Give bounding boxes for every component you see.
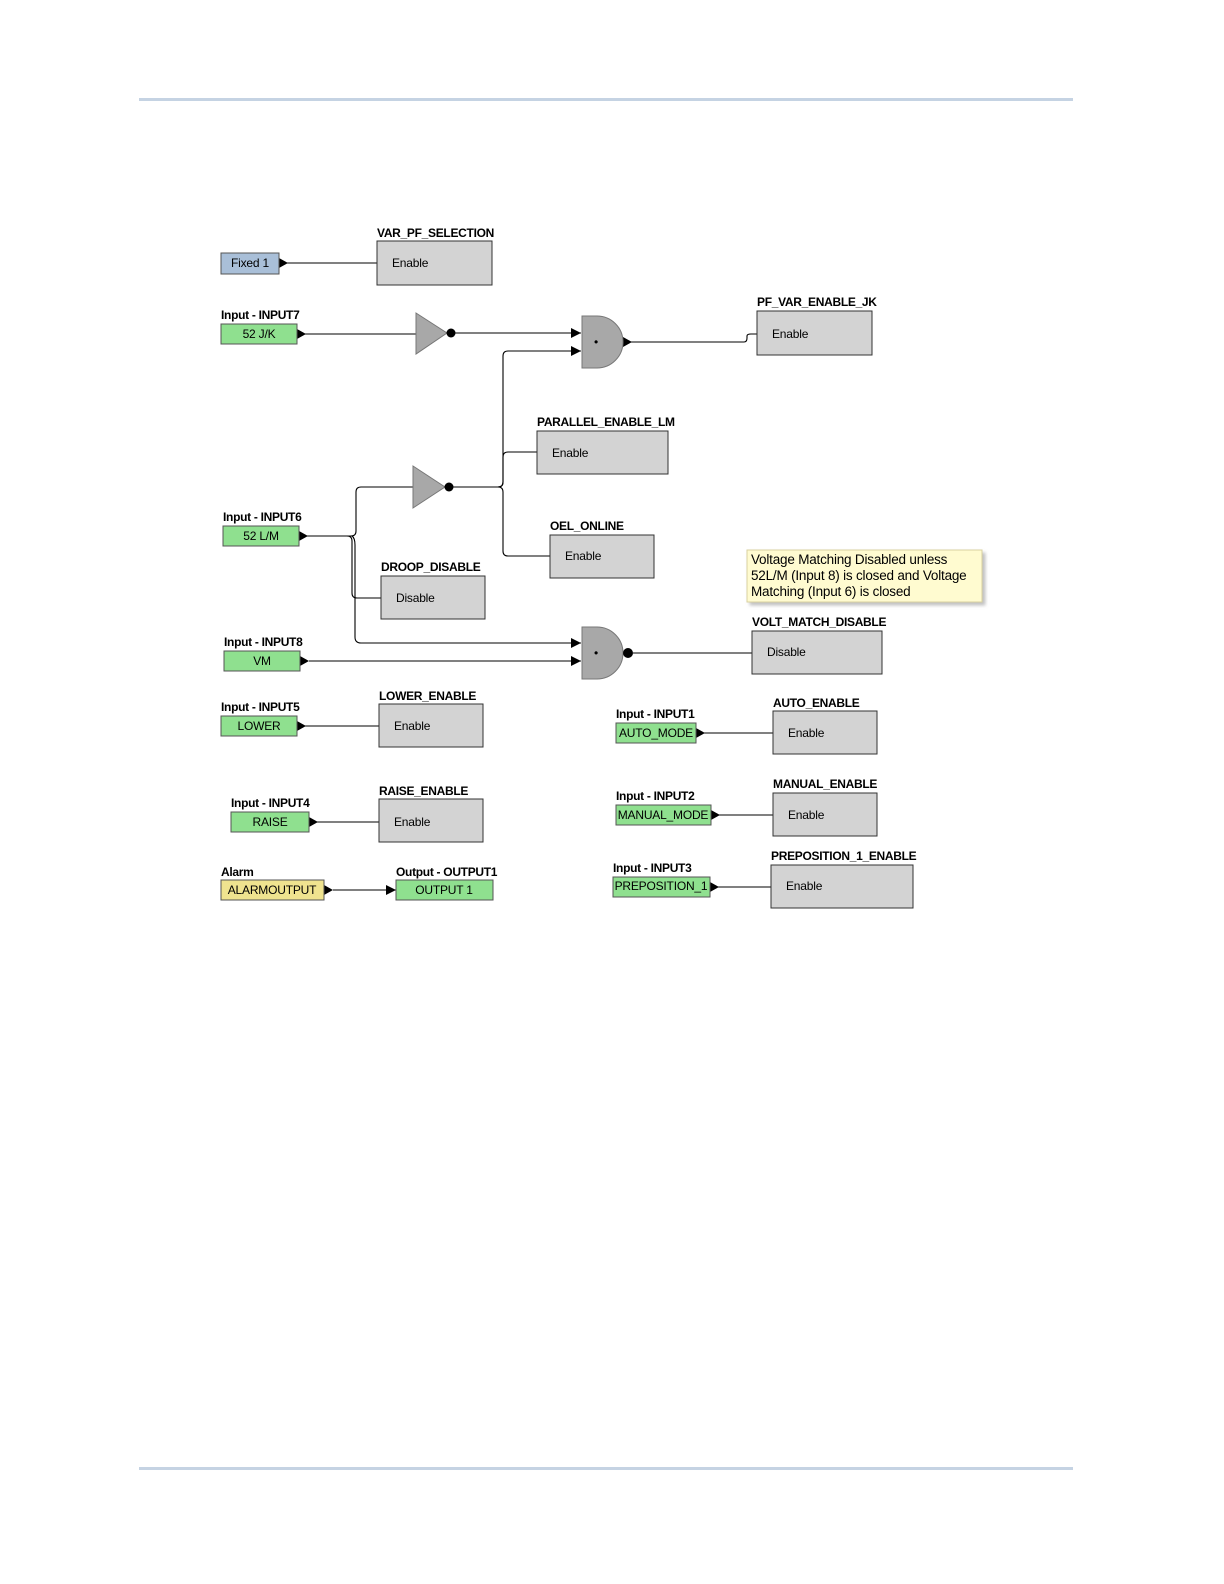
svg-text:52 J/K: 52 J/K (243, 327, 276, 341)
svg-text:Enable: Enable (394, 815, 431, 829)
svg-text:Enable: Enable (788, 808, 825, 822)
source-fixed1-box (220, 252, 280, 275)
source-input8-box (223, 650, 301, 672)
source-input3-box (612, 876, 711, 898)
source-input1-box (615, 722, 697, 744)
svg-text:Input - INPUT8: Input - INPUT8 (224, 635, 303, 649)
svg-text:ALARMOUTPUT: ALARMOUTPUT (228, 883, 317, 897)
svg-text:RAISE_ENABLE: RAISE_ENABLE (379, 784, 468, 798)
source-input2: Input - INPUT2 MANUAL_MODE (615, 789, 712, 826)
svg-text:DROOP_DISABLE: DROOP_DISABLE (381, 560, 481, 574)
source-input4: Input - INPUT4 RAISE (230, 796, 310, 833)
svg-text:PREPOSITION_1: PREPOSITION_1 (615, 879, 708, 893)
source-input5: Input - INPUT5 LOWER (220, 700, 300, 737)
source-input7-box (220, 323, 298, 345)
buffer-gate-input6 (412, 465, 454, 509)
svg-text:LOWER: LOWER (237, 719, 281, 733)
source-input6: Input - INPUT6 52 L/M (222, 510, 302, 547)
svg-text:PARALLEL_ENABLE_LM: PARALLEL_ENABLE_LM (537, 415, 675, 429)
svg-text:Disable: Disable (396, 591, 435, 605)
svg-text:VOLT_MATCH_DISABLE: VOLT_MATCH_DISABLE (752, 615, 886, 629)
svg-text:Input - INPUT4: Input - INPUT4 (231, 796, 310, 810)
svg-text:Output - OUTPUT1: Output - OUTPUT1 (396, 865, 498, 879)
svg-text:Input - INPUT5: Input - INPUT5 (221, 700, 300, 714)
block-manual-enable: MANUAL_ENABLE Enable (772, 777, 878, 837)
svg-text:Input - INPUT6: Input - INPUT6 (223, 510, 302, 524)
note-line-1: Voltage Matching Disabled unless (751, 552, 948, 567)
and-gate-pf-var: • (581, 315, 624, 369)
block-parallel-enable-lm: PARALLEL_ENABLE_LM Enable (536, 415, 675, 475)
footer-rule (139, 1467, 1073, 1470)
header-rule (139, 98, 1073, 101)
svg-text:AUTO_ENABLE: AUTO_ENABLE (773, 696, 860, 710)
svg-text:Enable: Enable (788, 726, 825, 740)
block-volt-match-disable: VOLT_MATCH_DISABLE Disable (751, 615, 887, 675)
source-alarm: Alarm ALARMOUTPUT (220, 865, 325, 901)
voltage-matching-note: Voltage Matching Disabled unless 52L/M (… (746, 549, 983, 603)
svg-text:OEL_ONLINE: OEL_ONLINE (550, 519, 624, 533)
block-oel-online: OEL_ONLINE Enable (549, 519, 655, 579)
svg-text:MANUAL_MODE: MANUAL_MODE (618, 808, 709, 822)
svg-text:MANUAL_ENABLE: MANUAL_ENABLE (773, 777, 877, 791)
source-input5-box (220, 715, 298, 737)
svg-text:AUTO_MODE: AUTO_MODE (619, 726, 693, 740)
source-input6-box (222, 525, 300, 547)
source-input8: Input - INPUT8 VM (223, 635, 303, 672)
and-gate-symbol: • (594, 335, 598, 349)
wires (287, 262, 774, 891)
svg-text:Input - INPUT3: Input - INPUT3 (613, 861, 692, 875)
block-preposition-1-enable: PREPOSITION_1_ENABLE Enable (770, 849, 917, 909)
svg-text:PF_VAR_ENABLE_JK: PF_VAR_ENABLE_JK (757, 295, 877, 309)
note-line-2: 52L/M (Input 8) is closed and Voltage (751, 568, 967, 583)
svg-text:VM: VM (253, 654, 271, 668)
svg-text:Enable: Enable (392, 256, 429, 270)
svg-text:Enable: Enable (772, 327, 809, 341)
block-auto-enable: AUTO_ENABLE Enable (772, 696, 878, 755)
block-pf-var-enable-jk: PF_VAR_ENABLE_JK Enable (756, 295, 878, 356)
svg-text:Enable: Enable (552, 446, 589, 460)
svg-text:52 L/M: 52 L/M (243, 529, 279, 543)
svg-text:VAR_PF_SELECTION: VAR_PF_SELECTION (377, 226, 494, 240)
source-fixed1: Fixed 1 (220, 252, 280, 275)
svg-text:Enable: Enable (394, 719, 431, 733)
svg-text:Input - INPUT1: Input - INPUT1 (616, 707, 695, 721)
block-var-pf-selection: VAR_PF_SELECTION Enable (376, 226, 494, 286)
and-gate-volt-match: • (581, 626, 633, 680)
svg-text:Input - INPUT7: Input - INPUT7 (221, 308, 300, 322)
source-input7: Input - INPUT7 52 J/K (220, 308, 300, 345)
svg-text:Alarm: Alarm (221, 865, 254, 879)
note-box (746, 549, 983, 603)
block-raise-enable: RAISE_ENABLE Enable (378, 784, 484, 843)
and-gate-symbol: • (594, 646, 598, 660)
source-input1: Input - INPUT1 AUTO_MODE (615, 707, 697, 744)
source-alarm-box (220, 879, 325, 901)
sink-output1: Output - OUTPUT1 OUTPUT 1 (395, 865, 498, 901)
source-input2-box (615, 804, 712, 826)
svg-text:PREPOSITION_1_ENABLE: PREPOSITION_1_ENABLE (771, 849, 917, 863)
svg-text:LOWER_ENABLE: LOWER_ENABLE (379, 689, 476, 703)
svg-text:Fixed 1: Fixed 1 (231, 256, 269, 270)
note-line-3: Matching (Input 6) is closed (751, 584, 910, 599)
block-droop-disable: DROOP_DISABLE Disable (380, 560, 486, 620)
svg-text:Enable: Enable (565, 549, 602, 563)
svg-text:Enable: Enable (786, 879, 823, 893)
svg-text:RAISE: RAISE (252, 815, 287, 829)
svg-text:Disable: Disable (767, 645, 806, 659)
source-input3: Input - INPUT3 PREPOSITION_1 (612, 861, 711, 898)
buffer-gate-input7 (415, 312, 456, 355)
sink-output1-box (395, 879, 494, 901)
source-input4-box (230, 811, 310, 833)
svg-text:Input - INPUT2: Input - INPUT2 (616, 789, 695, 803)
svg-text:OUTPUT 1: OUTPUT 1 (415, 883, 473, 897)
block-lower-enable: LOWER_ENABLE Enable (378, 689, 484, 748)
inverter-bubble (623, 648, 633, 658)
